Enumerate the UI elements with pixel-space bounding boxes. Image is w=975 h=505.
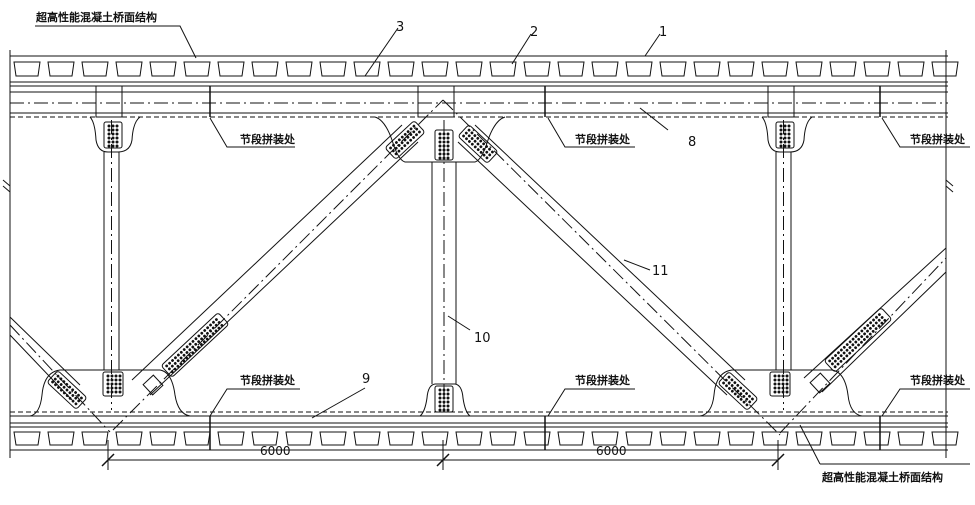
diagonal-members (9, 99, 947, 436)
label-10: 10 (474, 331, 491, 346)
top-chord (10, 85, 948, 118)
top-gusset-plates (89, 116, 813, 163)
label-8: 8 (688, 135, 696, 150)
splice-label-3: 节段拼装处 (910, 132, 966, 146)
bolt-groups (102, 121, 831, 413)
bottom-deck-label: 超高性能混凝土桥面结构 (821, 470, 943, 484)
label-2: 2 (530, 25, 538, 40)
splice-label-5: 节段拼装处 (575, 373, 631, 387)
bottom-gusset-plates (29, 369, 863, 417)
top-deck-label: 超高性能混凝土桥面结构 (35, 10, 157, 24)
bottom-deck-slab (10, 411, 959, 451)
dimension-right: 6000 (596, 444, 627, 458)
end-lines (2, 50, 954, 458)
splice-label-4: 节段拼装处 (240, 373, 296, 387)
splice-label-6: 节段拼装处 (910, 373, 966, 387)
splice-label-2: 节段拼装处 (575, 132, 631, 146)
top-deck-slab (10, 55, 959, 87)
label-11: 11 (652, 264, 669, 279)
vertical-members (103, 120, 792, 412)
dimension-left: 6000 (260, 444, 291, 458)
dimension-lines (101, 440, 785, 470)
label-9: 9 (362, 372, 370, 387)
label-3: 3 (396, 20, 404, 35)
splice-label-1: 节段拼装处 (240, 132, 296, 146)
leader-lines (35, 25, 970, 465)
label-1: 1 (659, 25, 667, 40)
